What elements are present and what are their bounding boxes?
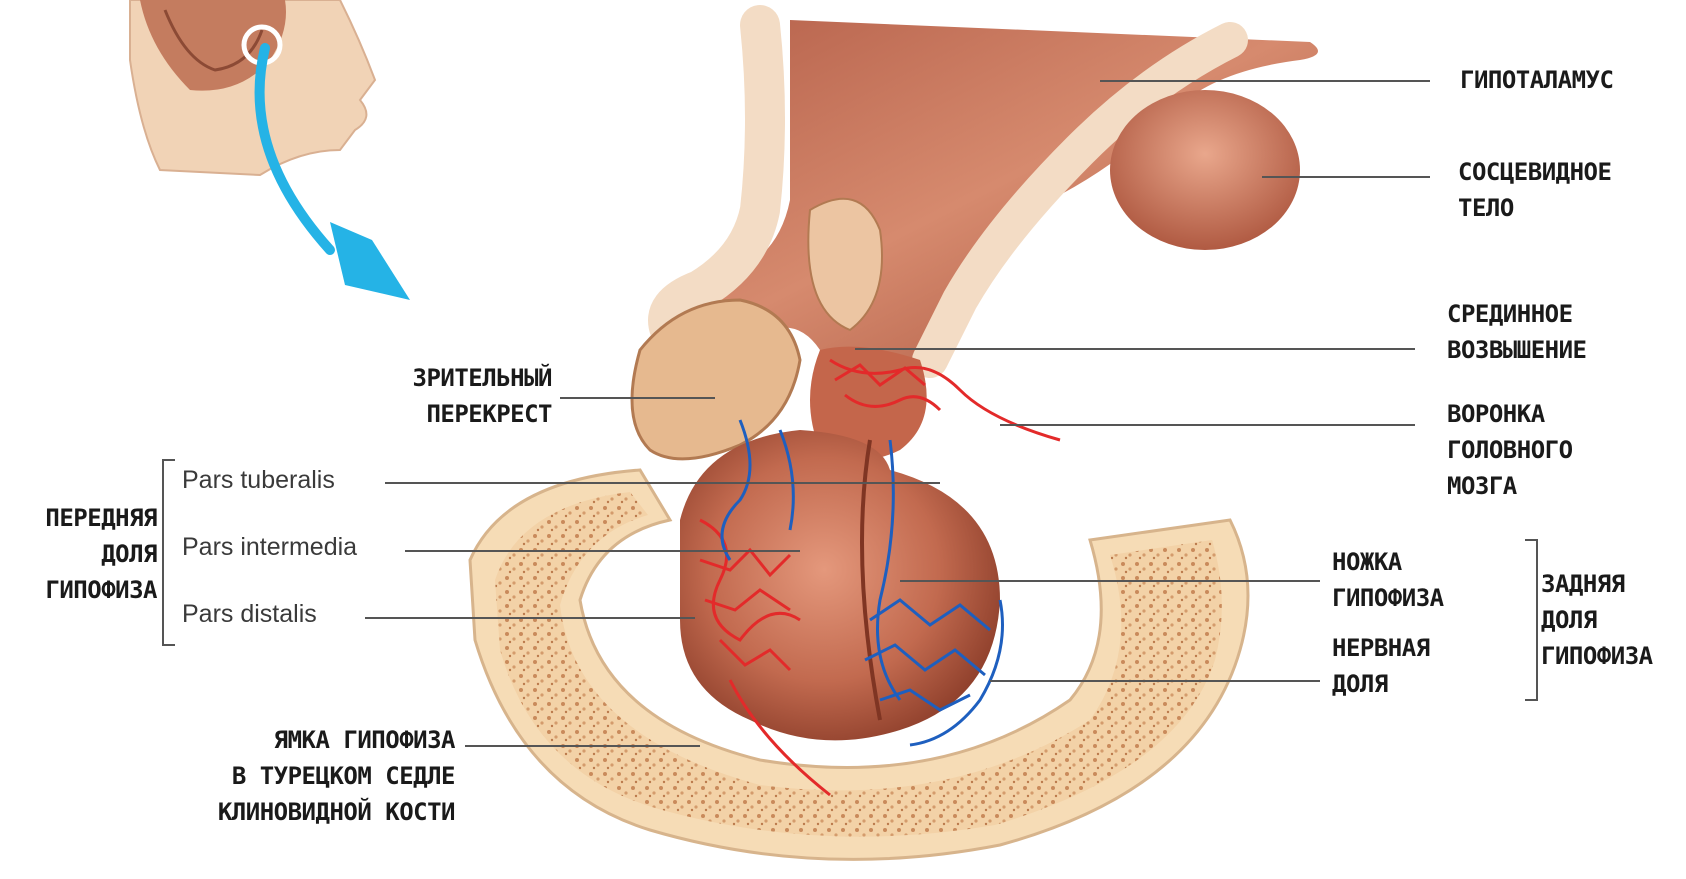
head-profile-icon [130, 0, 375, 250]
pituitary-gland [680, 430, 1000, 740]
pointer-arrow-icon [330, 222, 410, 300]
leader-median [855, 348, 1415, 350]
leader-fossa [465, 745, 700, 747]
label-pars-distalis: Pars distalis [182, 600, 317, 629]
leader-infundibulum [1000, 424, 1415, 426]
label-pars-tuberalis: Pars tuberalis [182, 466, 335, 495]
leader-neural [990, 680, 1320, 682]
leader-mammillary [1262, 176, 1430, 178]
leader-pars-intermedia [405, 550, 800, 552]
posterior-lobe-bracket [1525, 540, 1537, 700]
mammillary-body [1110, 90, 1300, 250]
leader-hypothalamus [1100, 80, 1430, 82]
label-pars-intermedia: Pars intermedia [182, 533, 357, 562]
label-hypothalamus: ГИПОТАЛАМУС [1460, 62, 1613, 98]
leader-stalk [900, 580, 1320, 582]
leader-pars-distalis [365, 617, 695, 619]
leader-pars-tuberalis [385, 482, 940, 484]
anterior-lobe-bracket [163, 460, 175, 645]
leader-chiasm [560, 397, 715, 399]
